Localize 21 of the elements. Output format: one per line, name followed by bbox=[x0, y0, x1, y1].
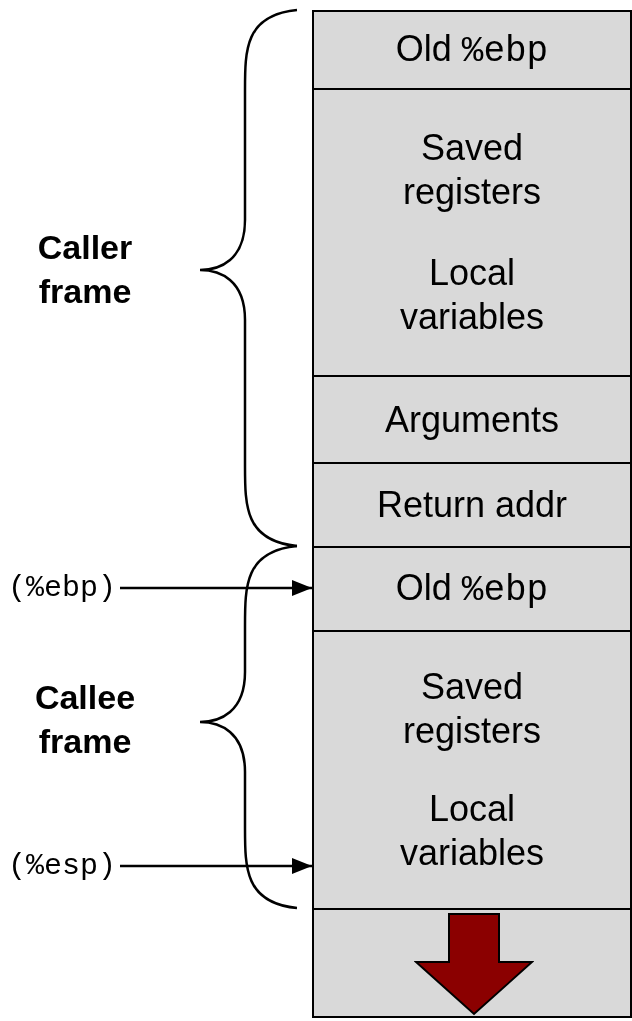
cell-text: Local variables bbox=[398, 786, 546, 875]
arrow bbox=[120, 580, 312, 596]
arrow bbox=[120, 858, 312, 874]
stack-cell bbox=[312, 630, 632, 910]
stack-cell bbox=[312, 10, 632, 90]
stack-cell bbox=[312, 88, 632, 377]
register-label: (%esp) bbox=[8, 848, 117, 884]
register-label: (%ebp) bbox=[8, 570, 117, 606]
stack-cell bbox=[312, 375, 632, 464]
cell-text: Local variables bbox=[398, 250, 546, 339]
frame-label: Caller frame bbox=[36, 227, 134, 312]
cell-text: Saved registers bbox=[401, 126, 542, 215]
stack-cell bbox=[312, 546, 632, 632]
cell-text: Saved registers bbox=[401, 665, 542, 754]
cell-text: Return addr bbox=[376, 483, 568, 527]
cell-text: Old %ebp bbox=[395, 565, 549, 613]
cell-text: Arguments bbox=[384, 397, 560, 442]
stack-cell bbox=[312, 462, 632, 548]
stack-cell bbox=[312, 908, 632, 1018]
frame-label: Callee frame bbox=[33, 677, 137, 762]
cell-text: Old %ebp bbox=[395, 26, 549, 74]
